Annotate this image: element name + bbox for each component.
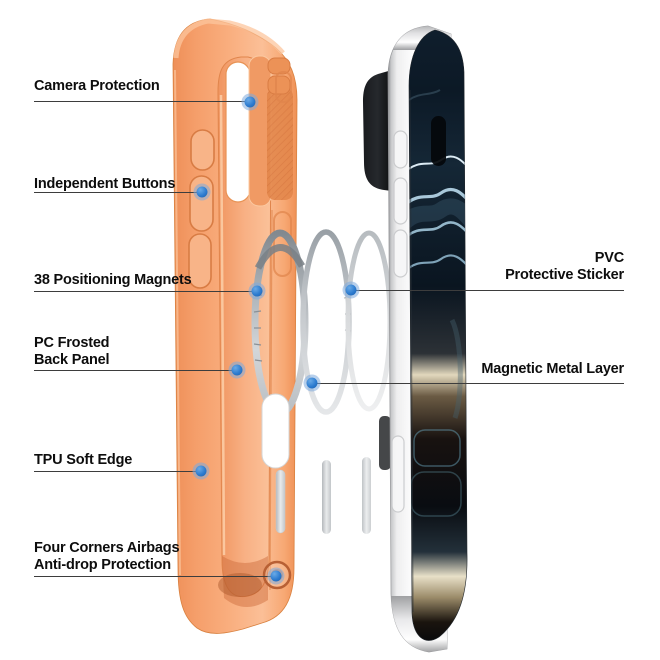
alignment-magnet-bar-case xyxy=(261,393,290,469)
leader-line xyxy=(34,192,202,194)
case-illustration xyxy=(172,18,298,634)
magsafe-ring-1-top-shade xyxy=(254,244,306,270)
leader-line xyxy=(34,471,201,473)
phone-action-button xyxy=(393,130,408,169)
callout-dot xyxy=(244,96,256,108)
magnet-rings-illustration xyxy=(251,229,393,534)
camera-lip-bump-2 xyxy=(267,75,291,95)
camera-side-wall-texture xyxy=(267,88,293,200)
callout-label-line1: PVC xyxy=(594,250,624,266)
action-button xyxy=(190,129,215,171)
callout-label-line1: PC Frosted xyxy=(34,335,110,351)
leader-line xyxy=(34,101,250,103)
callout-dot xyxy=(251,285,263,297)
callout-label-line2: Protective Sticker xyxy=(505,267,624,283)
phone-illustration xyxy=(363,25,468,653)
callout-label: Independent Buttons xyxy=(34,176,176,192)
callout-dot xyxy=(231,364,243,376)
leader-line xyxy=(312,383,624,385)
case-bottom-shadow-dark xyxy=(218,573,262,597)
leader-line xyxy=(34,291,257,293)
leader-line xyxy=(34,576,276,578)
inner-button-back-top xyxy=(275,71,292,103)
callout-label: PVC Protective Sticker xyxy=(505,250,624,284)
phone-glass xyxy=(408,29,468,641)
callout-label: Camera Protection xyxy=(34,78,160,94)
leader-line xyxy=(351,290,624,292)
callout-label: TPU Soft Edge xyxy=(34,452,133,468)
glass-reflections xyxy=(409,89,468,613)
volume-up-button xyxy=(189,175,214,232)
alignment-strip-2 xyxy=(322,460,331,534)
callout-label-line2: Back Panel xyxy=(34,352,110,368)
phone-volume-down-button xyxy=(393,229,408,278)
phone-volume-up-button xyxy=(393,177,408,225)
callout-label-line1: Four Corners Airbags xyxy=(34,540,180,556)
case-side-buttons xyxy=(188,129,215,289)
callout-dot xyxy=(270,570,282,582)
callout-dot xyxy=(195,465,207,477)
case-bottom-shadow xyxy=(222,556,268,608)
dynamic-island-reflection xyxy=(431,116,446,166)
callout-dot xyxy=(306,377,318,389)
alignment-strip-1 xyxy=(275,469,286,534)
case-interior-highlight xyxy=(219,94,226,556)
case-left-edge-highlight xyxy=(174,69,181,576)
callout-label: Four Corners Airbags Anti-drop Protectio… xyxy=(34,540,180,574)
rear-edge-sliver xyxy=(379,416,391,470)
camera-cutout xyxy=(225,61,251,203)
phone-power-button xyxy=(391,435,405,513)
callout-label: PC Frosted Back Panel xyxy=(34,335,110,369)
volume-down-button xyxy=(188,233,212,289)
callout-label-line2: Anti-drop Protection xyxy=(34,557,171,573)
alignment-strip-3 xyxy=(362,457,371,534)
phone-frame-buttons xyxy=(391,130,408,513)
callout-label: 38 Positioning Magnets xyxy=(34,272,192,288)
callout-label: Magnetic Metal Layer xyxy=(481,361,624,377)
rear-camera-bump xyxy=(363,70,392,191)
case-top-edge-highlight xyxy=(173,18,285,59)
callout-dot xyxy=(345,284,357,296)
leader-line xyxy=(34,370,237,372)
callout-dot xyxy=(196,186,208,198)
